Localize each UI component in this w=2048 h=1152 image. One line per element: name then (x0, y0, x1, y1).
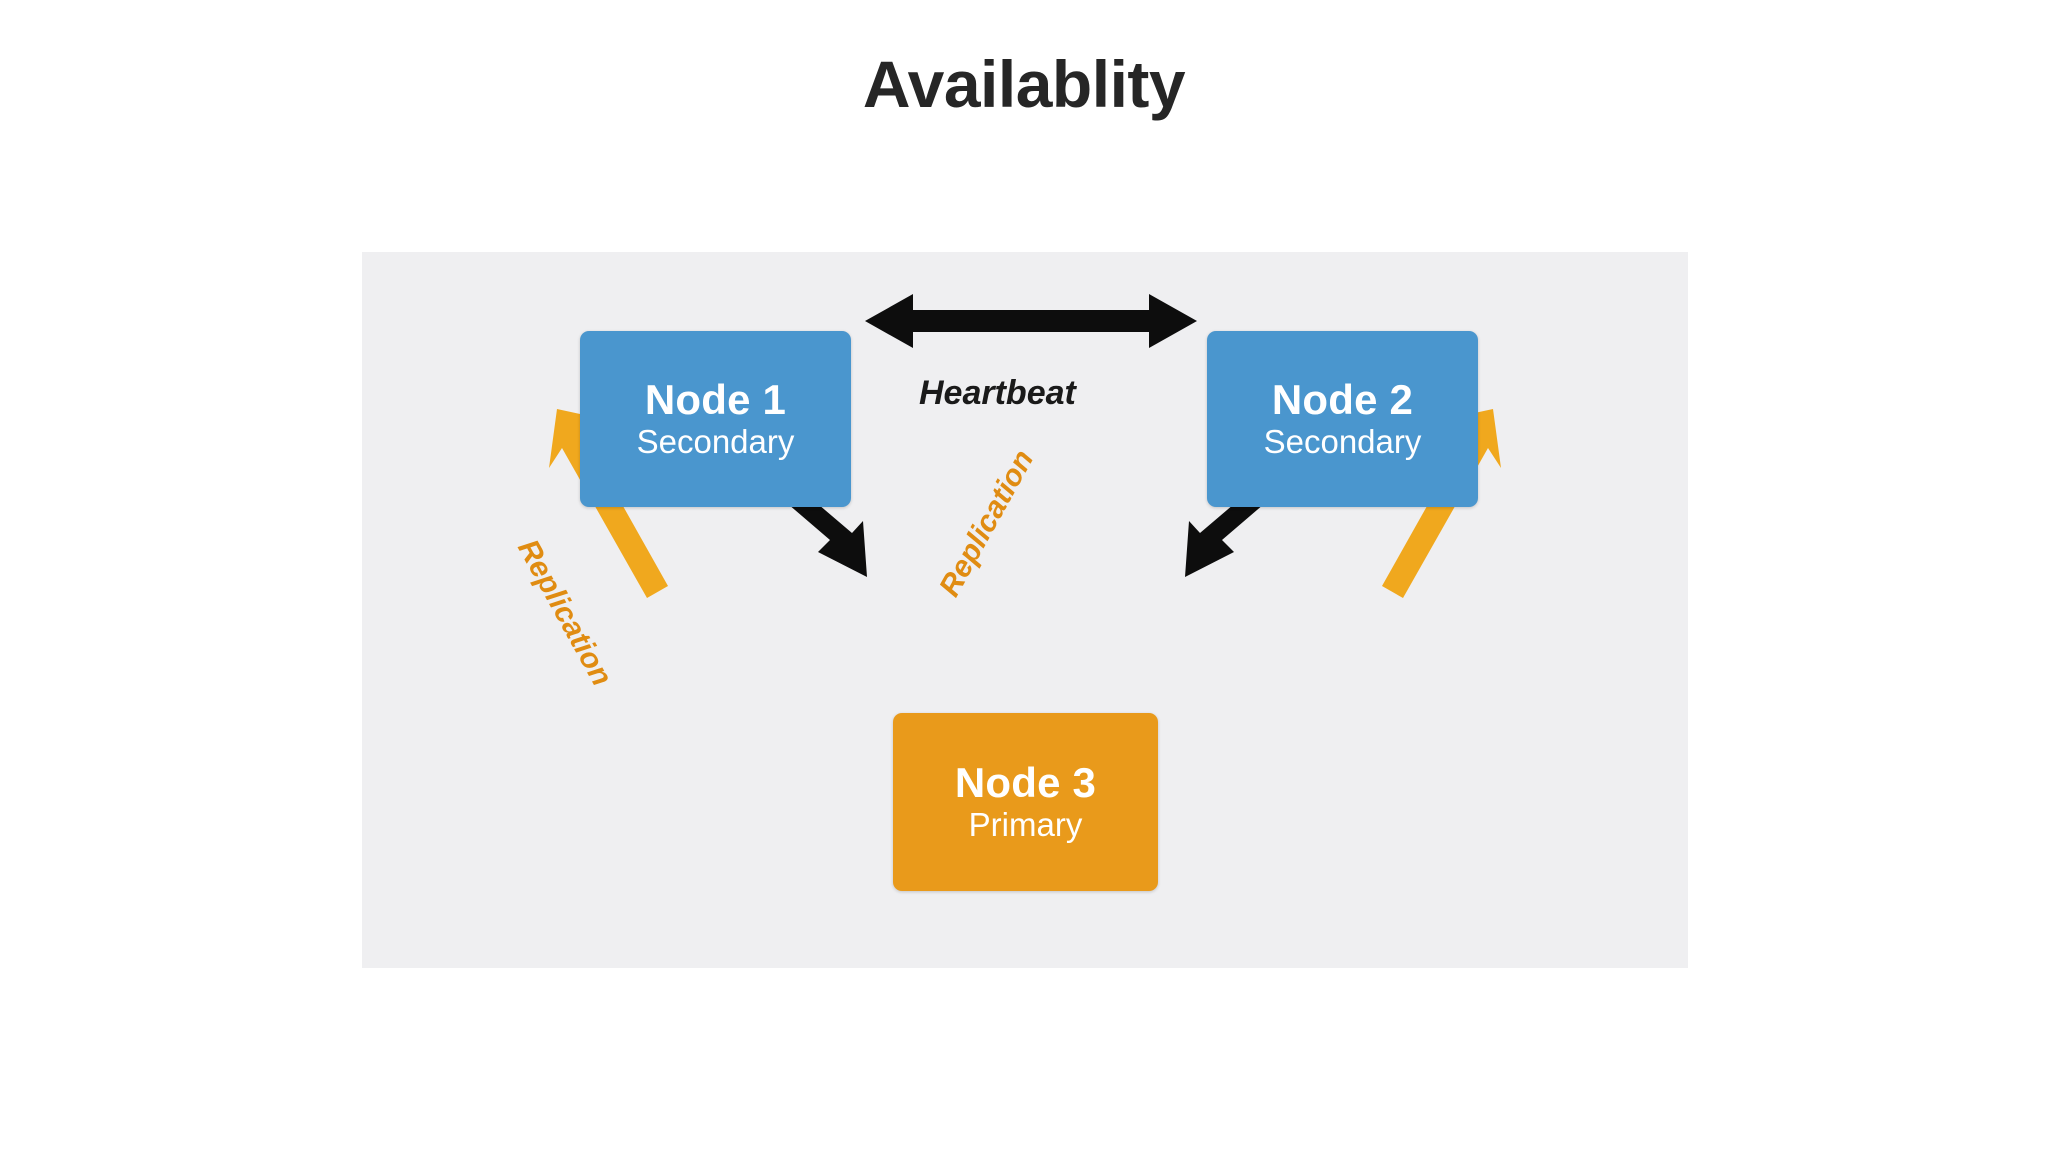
node-3-title: Node 3 (954, 758, 1097, 806)
node-1-title: Node 1 (644, 375, 787, 423)
node-box-node-1[interactable]: Node 1 Secondary (580, 331, 851, 507)
node-box-node-3[interactable]: Node 3 Primary (893, 713, 1158, 891)
page-title: Availablity (862, 47, 1186, 121)
heartbeat-arrow-node1-node2 (865, 294, 1197, 348)
node-2-title: Node 2 (1271, 375, 1414, 423)
node-1-role: Secondary (636, 423, 795, 461)
node-2-role: Secondary (1263, 423, 1422, 461)
heartbeat-label: Heartbeat (919, 374, 1076, 412)
node-3-role: Primary (968, 806, 1083, 844)
node-box-node-2[interactable]: Node 2 Secondary (1207, 331, 1478, 507)
diagram-panel: Node 1 Secondary Node 2 Secondary Node 3… (362, 252, 1688, 968)
